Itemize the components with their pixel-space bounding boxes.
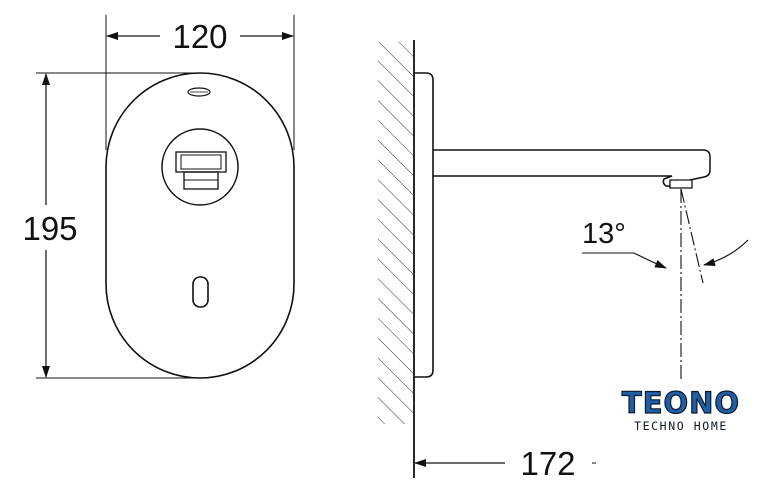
- projection-dimension-label: 172: [520, 445, 575, 482]
- valve-body-inner: [180, 154, 222, 170]
- valve-opening: [161, 128, 239, 206]
- height-dimension-label: 195: [22, 210, 77, 247]
- brand-mark: [187, 87, 211, 97]
- teono-logo: TEONO TECHNO HOME: [605, 386, 757, 433]
- sensor-window: [192, 276, 209, 308]
- angle-arc-right: [703, 239, 749, 267]
- cover-plate: [105, 72, 295, 379]
- wall-hatch: [378, 42, 413, 424]
- side-view: 13° 172: [378, 40, 749, 482]
- plate-profile: [414, 72, 434, 378]
- spray-angle-line: [680, 188, 704, 284]
- logo-tagline: TECHNO HOME: [634, 419, 728, 433]
- front-view: 120 195: [22, 15, 295, 379]
- width-dimension-label: 120: [172, 18, 227, 55]
- spout: [433, 149, 711, 187]
- angle-arc-left: [633, 252, 667, 269]
- aerator: [669, 179, 693, 189]
- spray-angle-label: 13°: [582, 218, 626, 250]
- logo-wordmark: TEONO: [621, 386, 741, 420]
